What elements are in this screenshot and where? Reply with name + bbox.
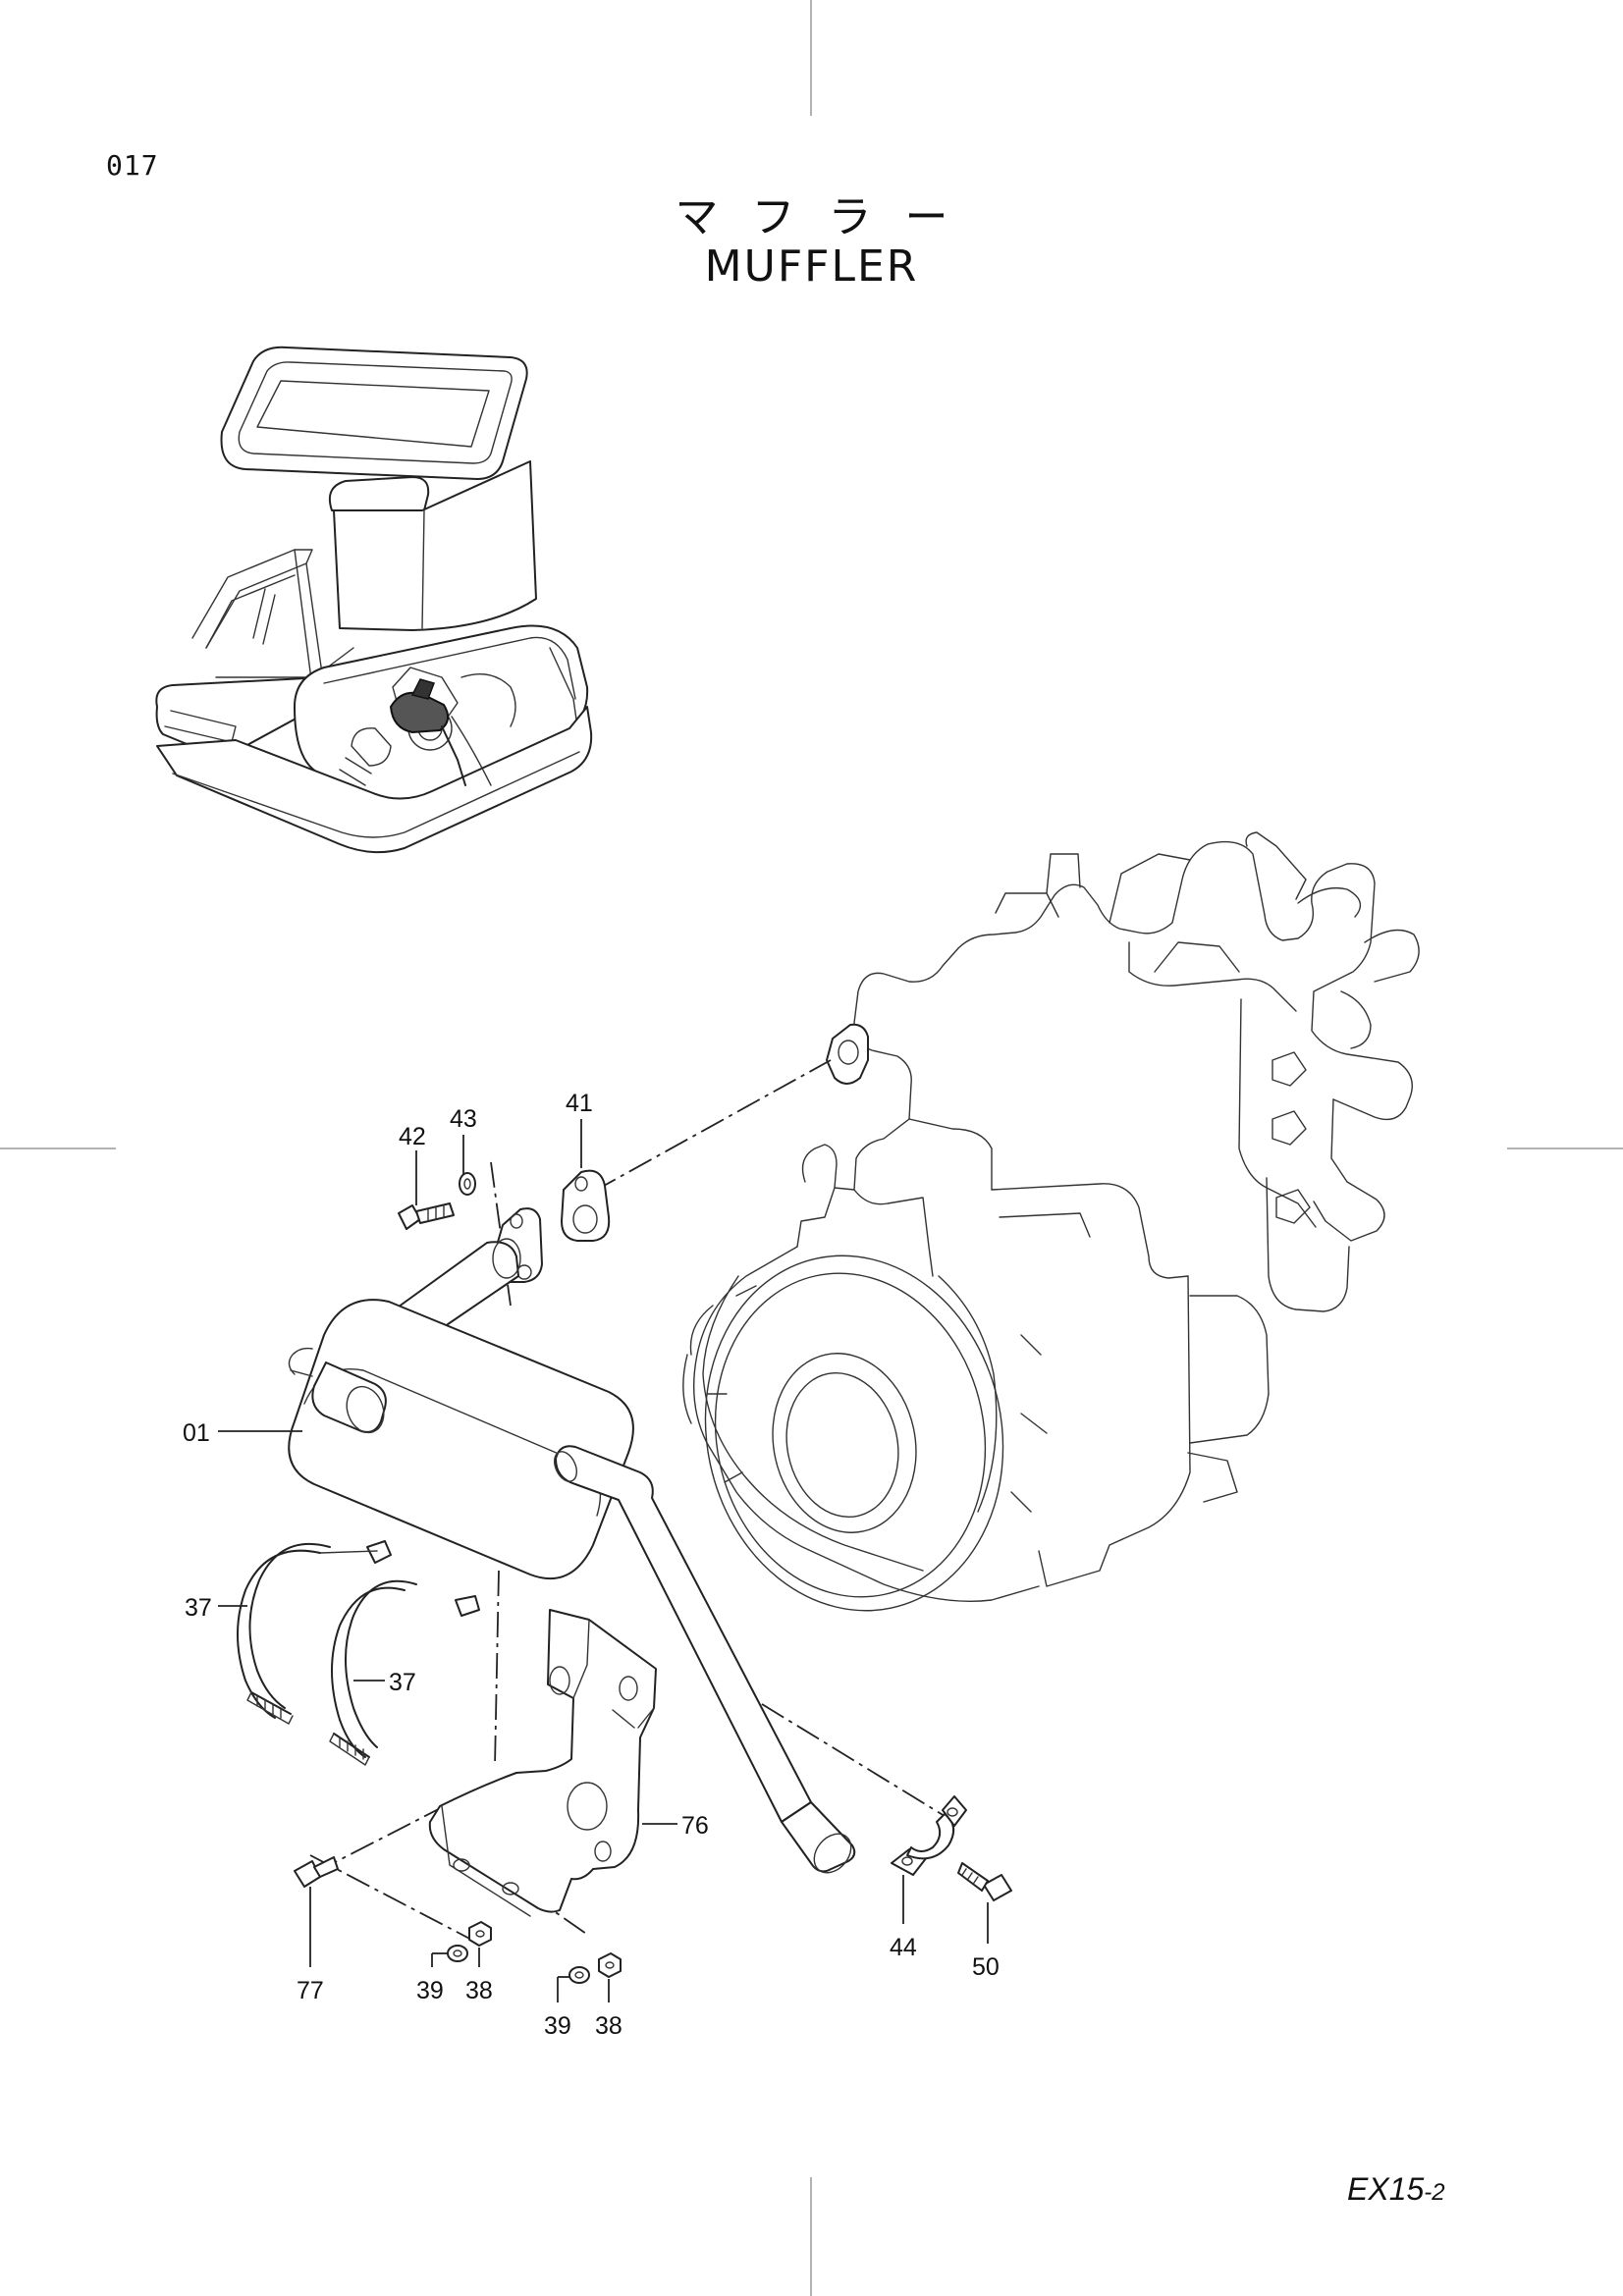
callout-42: 42	[399, 1123, 426, 1150]
model-code-suffix: -2	[1424, 2179, 1445, 2206]
engine-illustration	[682, 831, 1420, 1612]
callout-39-right: 39	[544, 2012, 571, 2040]
nut-part-38	[468, 1921, 622, 1978]
page-number: 017	[106, 149, 159, 182]
bolt-part-77	[294, 1856, 339, 1888]
band-part-37	[237, 1540, 480, 1766]
machine-overview-illustration	[155, 346, 593, 854]
callout-37-right: 37	[389, 1669, 416, 1696]
callout-76: 76	[681, 1812, 709, 1840]
muffler-part-01	[288, 1299, 856, 1874]
title-english: MUFFLER	[704, 241, 919, 292]
leader-lines	[218, 1119, 989, 2002]
title-japanese: マフラー	[675, 192, 982, 242]
bracket-part-76	[428, 1609, 657, 1917]
callout-43: 43	[450, 1105, 477, 1133]
callout-50: 50	[972, 1953, 1000, 1981]
callout-38-right: 38	[595, 2012, 622, 2040]
washer-part-39	[447, 1945, 590, 1984]
callout-39-left: 39	[416, 1977, 444, 2004]
model-code: EX15-2	[1347, 2171, 1445, 2208]
callout-labels: 01 37 37 76 42 43 41 44 50 77 39 38 39 3…	[183, 1090, 1000, 2040]
callout-41: 41	[566, 1090, 593, 1117]
callout-77: 77	[297, 1977, 324, 2004]
bolt-part-42	[398, 1202, 455, 1230]
callout-44: 44	[890, 1934, 917, 1961]
bolt-part-50	[957, 1862, 1012, 1901]
washer-part-43	[459, 1172, 476, 1196]
clamp-part-44	[891, 1795, 967, 1876]
callout-37-left: 37	[185, 1594, 212, 1622]
gasket-part-41	[561, 1169, 611, 1242]
callout-38-left: 38	[465, 1977, 493, 2004]
model-code-main: EX15	[1347, 2171, 1425, 2207]
muffler-inlet-flange	[394, 1207, 543, 1336]
callout-01: 01	[183, 1419, 210, 1447]
